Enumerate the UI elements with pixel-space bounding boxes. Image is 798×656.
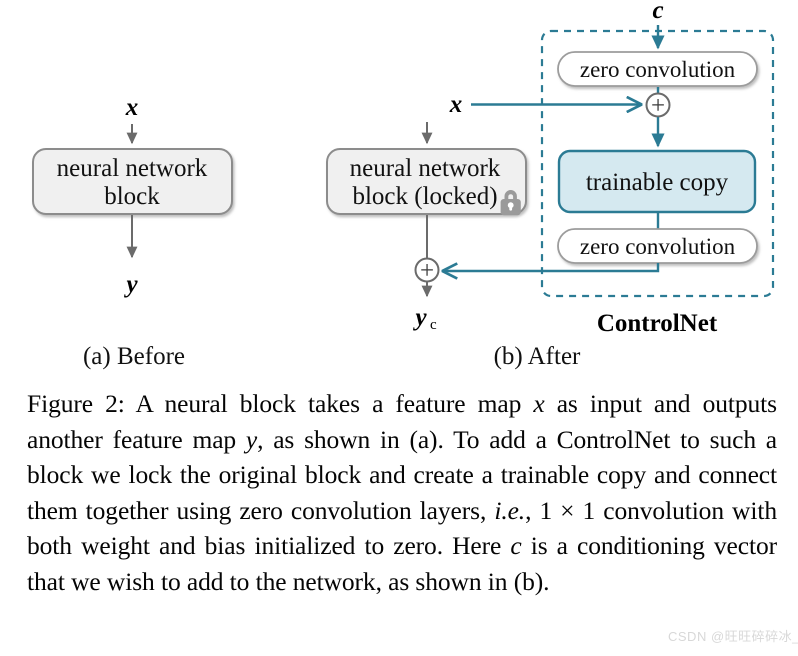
- add-node-output: +: [414, 257, 440, 285]
- panel-a-before: x neural network block y (a) Before: [32, 94, 233, 370]
- figure-caption-wrapper: Figure 2: A neural block takes a feature…: [27, 386, 777, 599]
- add-node-output-circle: [414, 257, 440, 283]
- left-neural-block-rect: [32, 148, 233, 215]
- condition-label-c: c: [652, 0, 663, 24]
- locked-neural-block-line2: block (locked): [352, 183, 497, 210]
- lock-icon: [500, 190, 521, 216]
- caption-ie: i.e.: [494, 495, 526, 525]
- right-output-label-y: y: [412, 304, 427, 331]
- figure-caption: Figure 2: A neural block takes a feature…: [27, 386, 777, 599]
- caption-part-5: is a conditioning vector that we wish to…: [27, 531, 777, 596]
- caption-math-x: x: [533, 389, 545, 418]
- left-input-label: x: [125, 94, 139, 121]
- csdn-watermark: CSDN @旺旺碎碎冰_: [668, 629, 798, 644]
- trainable-copy-label: trainable copy: [586, 169, 729, 196]
- right-input-label-x: x: [449, 91, 463, 118]
- caption-part-3: , as shown in (a). To add a ControlNet t…: [27, 424, 777, 525]
- left-neural-block: neural network block: [32, 148, 233, 215]
- caption-part-1: Figure 2: A neural block takes a feature…: [27, 389, 534, 418]
- zero-convolution-top-label: zero convolution: [580, 57, 736, 82]
- zeroconv-to-output-add-path: [443, 263, 660, 271]
- add-node-top-circle: [645, 92, 671, 118]
- zero-convolution-bottom-label: zero convolution: [580, 234, 736, 259]
- locked-neural-block: neural network block (locked): [326, 148, 527, 215]
- trainable-copy-block: trainable copy: [557, 149, 757, 214]
- add-node-top: +: [645, 92, 671, 120]
- panel-b-caption: (b) After: [494, 343, 581, 370]
- right-output-subscript-c: c: [430, 317, 437, 333]
- caption-math-y: y: [245, 424, 258, 454]
- panel-a-caption: (a) Before: [83, 343, 185, 370]
- add-node-output-symbol: +: [420, 258, 434, 285]
- caption-math-c: c: [510, 531, 522, 560]
- caption-part-2: as input and outputs another feature map: [27, 389, 777, 454]
- right-output-label-group: y c: [412, 304, 437, 333]
- add-node-top-symbol: +: [651, 93, 665, 120]
- controlnet-label: ControlNet: [597, 310, 718, 337]
- panel-b-after: c zero convolution x + trainable: [326, 0, 775, 370]
- zero-convolution-top-rect: [557, 51, 758, 87]
- left-neural-block-line2: block: [104, 183, 160, 210]
- left-neural-block-line1: neural network: [57, 155, 208, 182]
- caption-part-4: , 1 × 1 convolution with both weight and…: [27, 495, 777, 561]
- left-output-label: y: [123, 271, 138, 298]
- locked-neural-block-rect: [326, 148, 527, 215]
- zero-convolution-top: zero convolution: [557, 51, 758, 87]
- locked-neural-block-line1: neural network: [350, 155, 501, 182]
- zero-convolution-bottom: zero convolution: [557, 228, 758, 264]
- controlnet-diagram: x neural network block y (a) Before c ze…: [32, 0, 775, 370]
